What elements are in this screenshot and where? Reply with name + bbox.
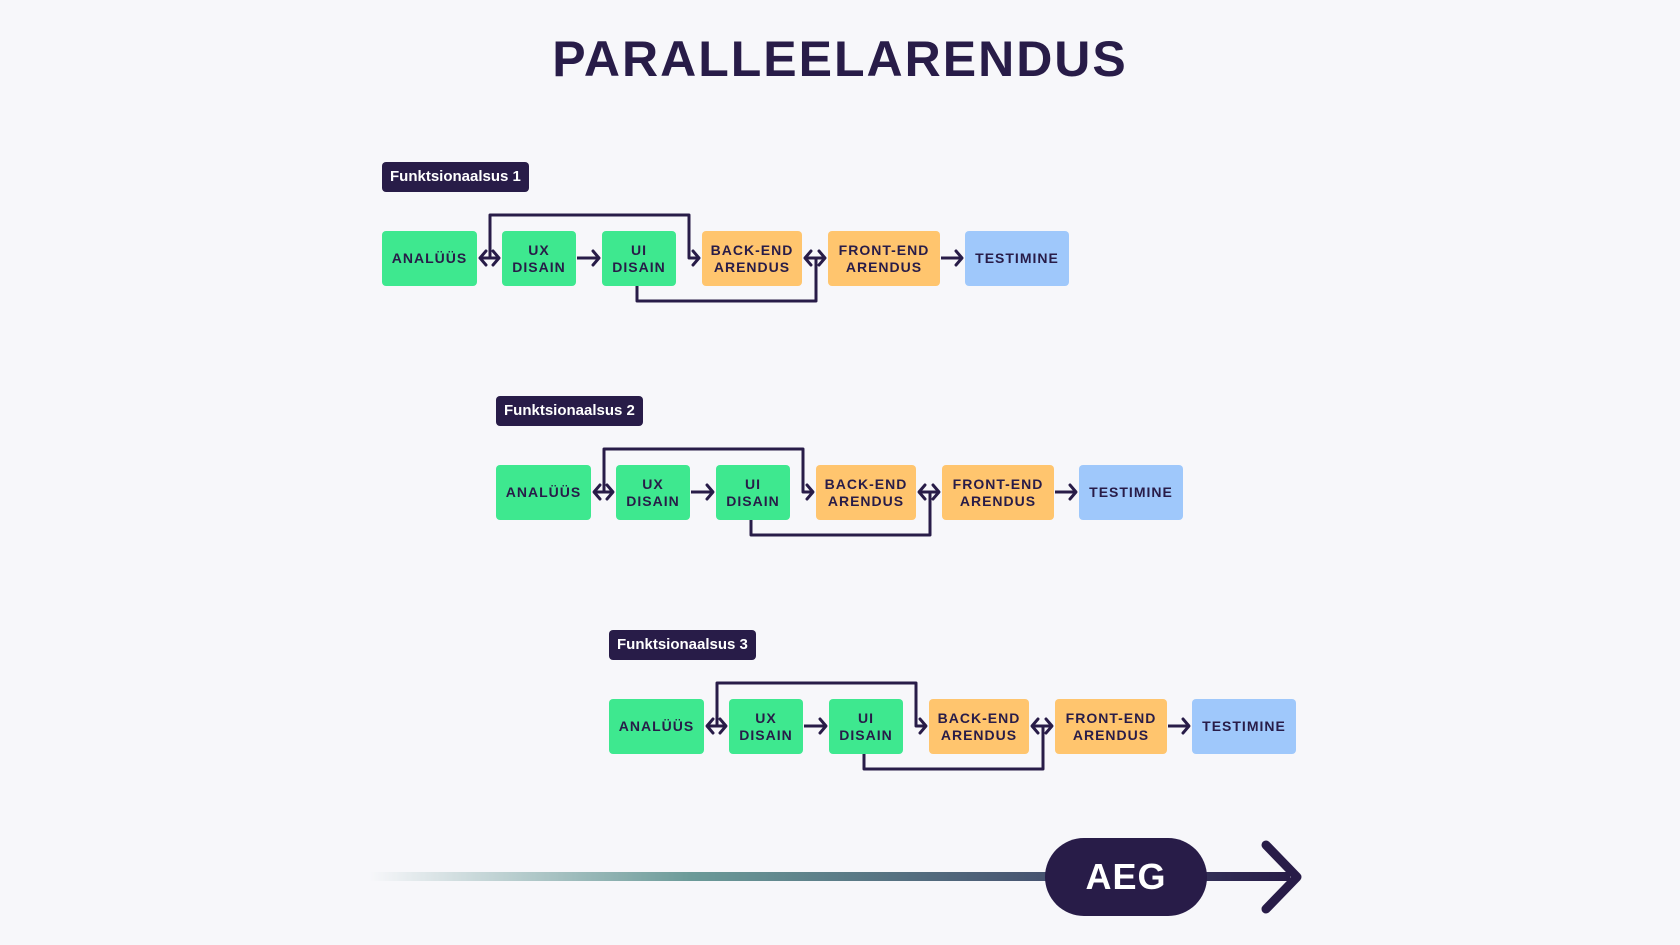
feature-label: Funktsionaalsus 3: [609, 630, 756, 660]
step-back-end: BACK-END ARENDUS: [702, 231, 802, 286]
step-ux-design: UX DISAIN: [502, 231, 576, 286]
page-title: PARALLEELARENDUS: [552, 31, 1128, 87]
step-back-end: BACK-END ARENDUS: [929, 699, 1029, 754]
step-ui-design: UI DISAIN: [829, 699, 903, 754]
step-ux-design: UX DISAIN: [729, 699, 803, 754]
loop-arrow-icon: [715, 681, 928, 735]
feature-row-1: Funktsionaalsus 1 ANALÜÜS UX DISAIN UI DIS…: [382, 162, 1082, 321]
step-testing: TESTIMINE: [965, 231, 1069, 286]
time-axis-line: [370, 872, 1290, 881]
arrow-right-icon: [1055, 483, 1078, 501]
arrow-right-icon: [804, 717, 828, 735]
step-analysis: ANALÜÜS: [382, 231, 477, 286]
loop-arrow-icon: [488, 213, 701, 267]
step-front-end: FRONT-END ARENDUS: [828, 231, 940, 286]
connector-arrows: [478, 213, 964, 303]
double-arrow-icon: [1030, 717, 1054, 735]
step-analysis: ANALÜÜS: [496, 465, 591, 520]
step-front-end: FRONT-END ARENDUS: [942, 465, 1054, 520]
loop-arrow-icon: [602, 447, 815, 501]
arrow-right-icon: [577, 249, 601, 267]
step-ux-design: UX DISAIN: [616, 465, 690, 520]
loop-arrow-icon: [862, 726, 1045, 771]
loop-arrow-icon: [749, 492, 932, 537]
loop-arrow-icon: [635, 258, 818, 303]
feature-label: Funktsionaalsus 2: [496, 396, 643, 426]
step-ui-design: UI DISAIN: [716, 465, 790, 520]
feature-label: Funktsionaalsus 1: [382, 162, 529, 192]
double-arrow-icon: [917, 483, 941, 501]
step-testing: TESTIMINE: [1192, 699, 1296, 754]
step-analysis: ANALÜÜS: [609, 699, 704, 754]
feature-row-3: Funktsionaalsus 3 ANALÜÜS UX DISAIN UI DIS…: [609, 630, 1309, 789]
step-back-end: BACK-END ARENDUS: [816, 465, 916, 520]
step-testing: TESTIMINE: [1079, 465, 1183, 520]
connector-arrows: [705, 681, 1191, 771]
step-ui-design: UI DISAIN: [602, 231, 676, 286]
time-arrow-head-icon: [1261, 840, 1302, 914]
arrow-right-icon: [691, 483, 715, 501]
connector-arrows: [592, 447, 1078, 537]
step-front-end: FRONT-END ARENDUS: [1055, 699, 1167, 754]
time-label: AEG: [1045, 838, 1207, 916]
arrow-right-icon: [941, 249, 964, 267]
feature-row-2: Funktsionaalsus 2 ANALÜÜS UX DISAIN UI DIS…: [496, 396, 1196, 555]
double-arrow-icon: [803, 249, 827, 267]
arrow-right-icon: [1168, 717, 1191, 735]
